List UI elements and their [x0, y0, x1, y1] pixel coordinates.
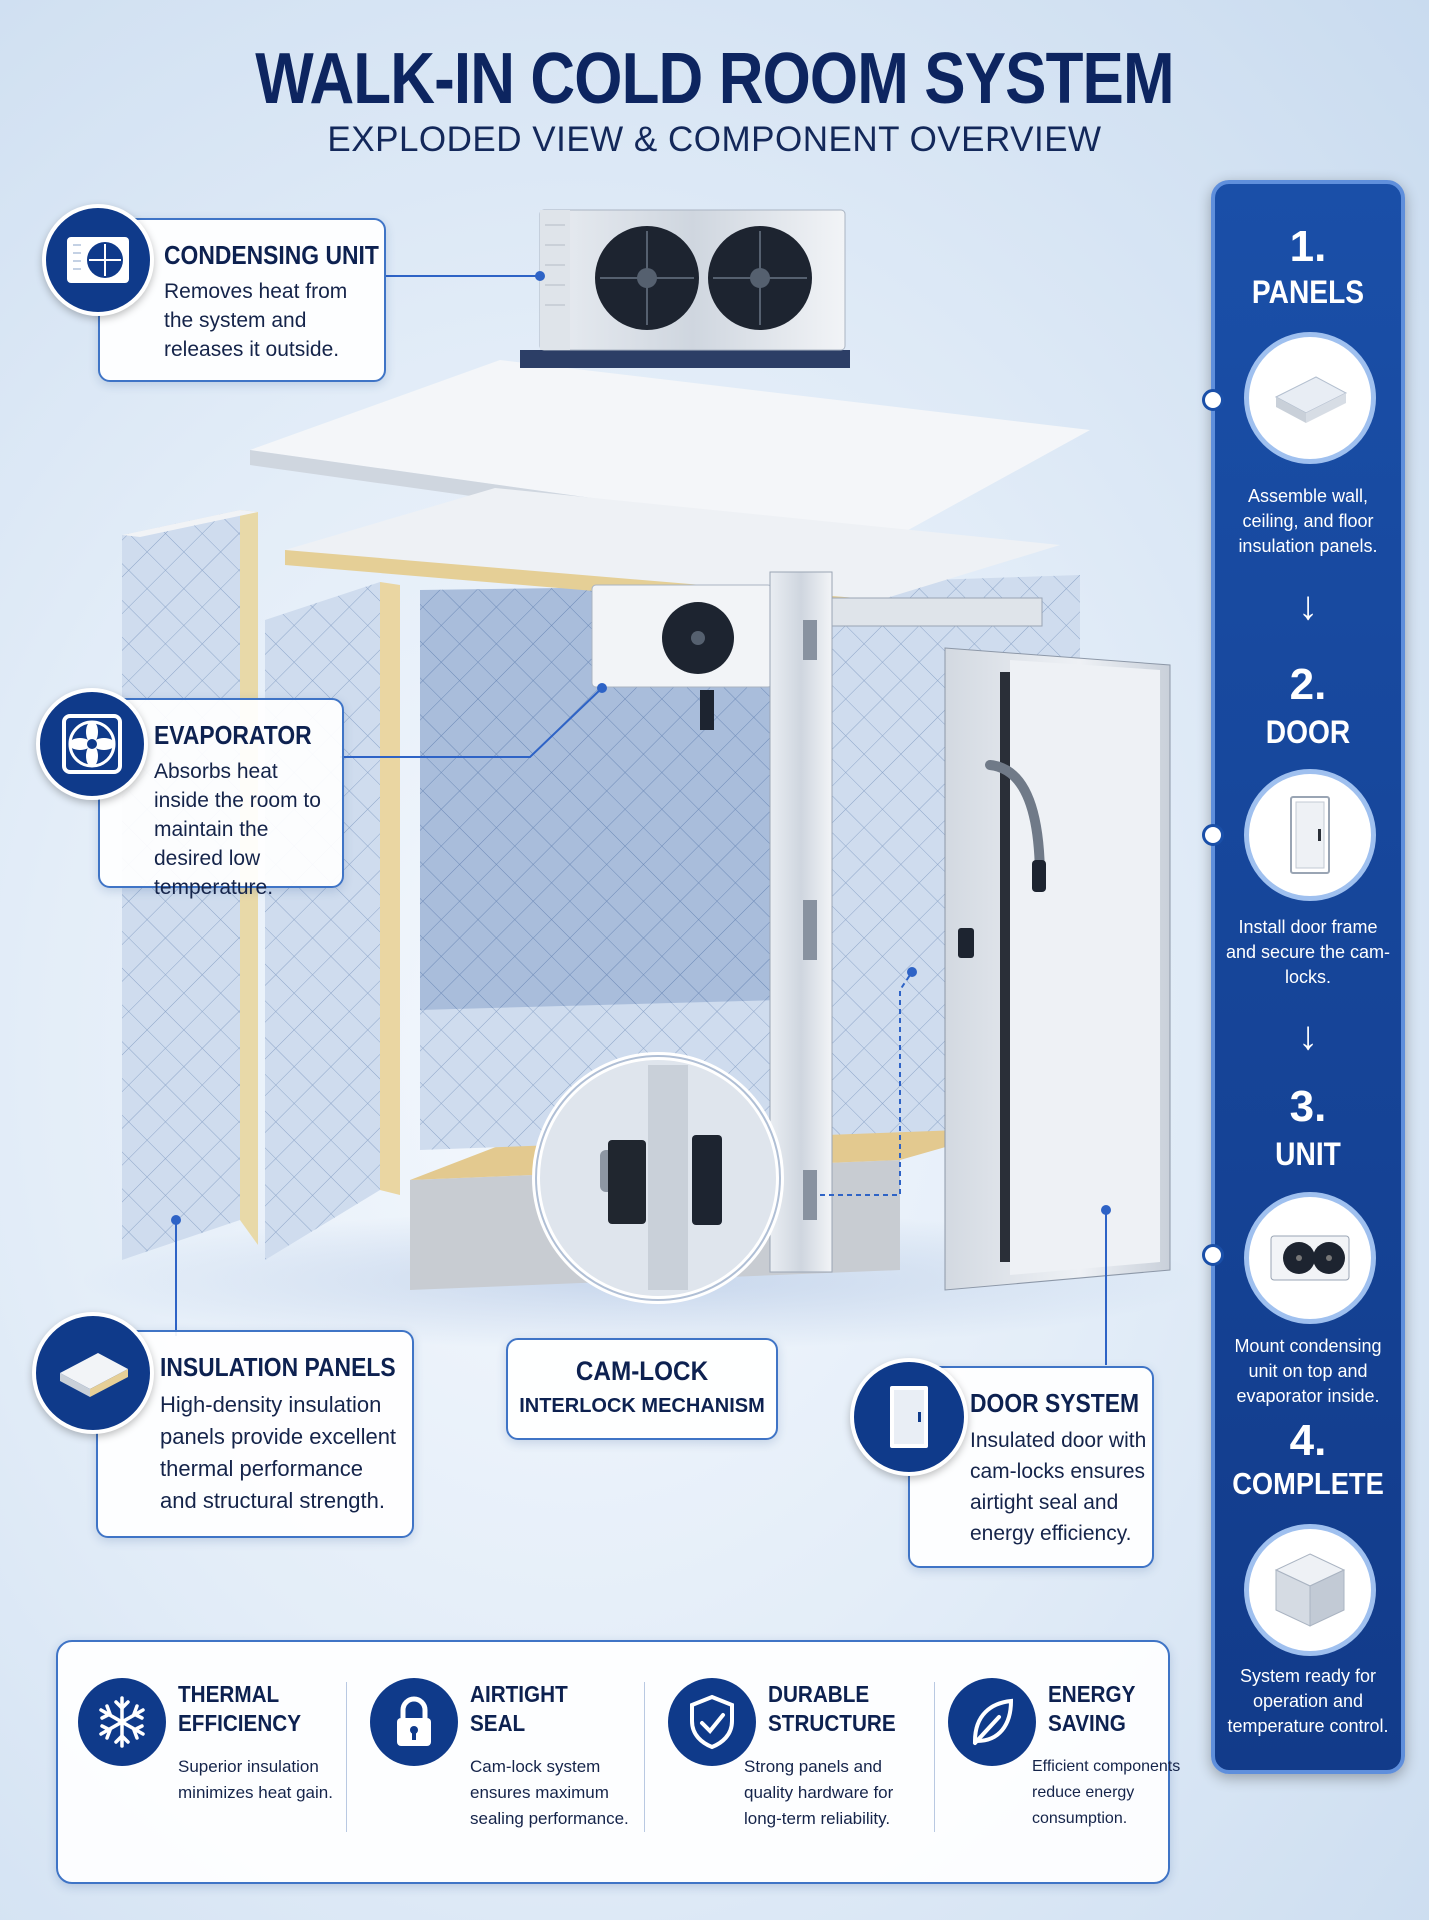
feature-1-desc-line2: minimizes heat gain. — [178, 1783, 333, 1802]
feature-thermal-efficiency: THERMAL EFFICIENCY Superior insulation min… — [58, 1642, 348, 1882]
page-title: WALK-IN COLD ROOM SYSTEM — [255, 39, 1174, 119]
feature-2-title-line2: SEAL — [470, 1710, 526, 1736]
feature-4-desc-line3: consumption. — [1032, 1810, 1128, 1827]
step-2-name: DOOR — [1265, 714, 1351, 750]
feature-2-title-line1: AIRTIGHT — [470, 1681, 568, 1707]
cam-lock-title: CAM-LOCK — [575, 1356, 709, 1386]
shield-icon — [668, 1678, 756, 1766]
feature-1-title-line2: EFFICIENCY — [178, 1710, 302, 1736]
step-3-connector-dot — [1202, 1244, 1224, 1266]
feature-divider — [934, 1682, 935, 1832]
insulation-panels-desc: High-density insulation panels provide e… — [160, 1392, 397, 1513]
feature-4-desc-line1: Efficient components — [1032, 1758, 1181, 1775]
evaporator-title: EVAPORATOR — [154, 720, 312, 750]
step-arrow-1: ↓ — [1298, 584, 1318, 628]
feature-3-desc-line1: Strong panels and — [744, 1757, 882, 1776]
cam-lock-callout: CAM-LOCK INTERLOCK MECHANISM — [506, 1338, 778, 1440]
step-arrow-2: ↓ — [1298, 1014, 1318, 1058]
step-2-door-icon — [1244, 769, 1376, 901]
cam-lock-subtitle: INTERLOCK MECHANISM — [519, 1395, 765, 1417]
feature-energy-saving: ENERGY SAVING Efficient components reduce … — [938, 1642, 1180, 1882]
step-2-number: 2. — [1289, 660, 1327, 709]
fan-icon — [36, 688, 148, 800]
step-3-name: UNIT — [1275, 1136, 1341, 1172]
step-4-cube-icon — [1244, 1524, 1376, 1656]
step-4-name: COMPLETE — [1232, 1466, 1384, 1501]
feature-2-desc-line3: sealing performance. — [470, 1809, 629, 1828]
step-4-number: 4. — [1289, 1416, 1327, 1465]
condensing-unit-icon — [42, 204, 154, 316]
feature-airtight-seal: AIRTIGHT SEAL Cam-lock system ensures maxi… — [350, 1642, 640, 1882]
step-1-desc: Assemble wall, ceiling, and floor insula… — [1238, 486, 1378, 556]
feature-3-title-line1: DURABLE — [768, 1681, 870, 1707]
door-system-callout: DOOR SYSTEM Insulated door with cam-lock… — [908, 1366, 1154, 1568]
feature-divider — [346, 1682, 347, 1832]
snowflake-icon — [78, 1678, 166, 1766]
evaporator-desc: Absorbs heat inside the room to maintain… — [154, 760, 321, 899]
installation-steps-panel: 1. PANELS Assemble wall, ceiling, and fl… — [1211, 180, 1405, 1774]
feature-4-desc-line2: reduce energy — [1032, 1784, 1135, 1801]
feature-1-title-line1: THERMAL — [178, 1681, 280, 1707]
step-1-name: PANELS — [1251, 274, 1365, 310]
leaf-icon — [948, 1678, 1036, 1766]
step-3-desc: Mount condensing unit on top and evapora… — [1234, 1336, 1382, 1406]
feature-4-title-line1: ENERGY — [1048, 1681, 1136, 1707]
door-system-desc: Insulated door with cam-locks ensures ai… — [970, 1429, 1147, 1545]
step-4-desc: System ready for operation and temperatu… — [1227, 1666, 1389, 1736]
step-1-number: 1. — [1289, 222, 1327, 271]
step-2-desc: Install door frame and secure the cam-lo… — [1225, 917, 1391, 987]
feature-1-desc-line1: Superior insulation — [178, 1757, 319, 1776]
feature-3-title-line2: STRUCTURE — [768, 1710, 896, 1736]
condensing-unit-title: CONDENSING UNIT — [164, 240, 379, 270]
condensing-unit-desc: Removes heat from the system and release… — [164, 280, 348, 361]
step-2-connector-dot — [1202, 824, 1224, 846]
features-bar: THERMAL EFFICIENCY Superior insulation min… — [56, 1640, 1180, 1884]
door-icon — [850, 1358, 968, 1476]
panel-icon — [32, 1312, 154, 1434]
lock-icon — [370, 1678, 458, 1766]
step-1-panel-icon — [1244, 332, 1376, 464]
feature-3-desc-line3: long-term reliability. — [744, 1809, 891, 1828]
step-3-number: 3. — [1289, 1082, 1327, 1131]
insulation-panels-title: INSULATION PANELS — [160, 1352, 396, 1382]
feature-2-desc-line1: Cam-lock system — [470, 1757, 601, 1776]
feature-divider — [644, 1682, 645, 1832]
step-1-connector-dot — [1202, 389, 1224, 411]
feature-durable-structure: DURABLE STRUCTURE Strong panels and qualit… — [648, 1642, 938, 1882]
feature-2-desc-line2: ensures maximum — [470, 1783, 609, 1802]
step-3-unit-icon — [1244, 1192, 1376, 1324]
feature-3-desc-line2: quality hardware for — [744, 1783, 894, 1802]
feature-4-title-line2: SAVING — [1048, 1710, 1126, 1736]
page-subtitle: EXPLODED VIEW & COMPONENT OVERVIEW — [327, 120, 1102, 159]
door-system-title: DOOR SYSTEM — [970, 1388, 1140, 1418]
